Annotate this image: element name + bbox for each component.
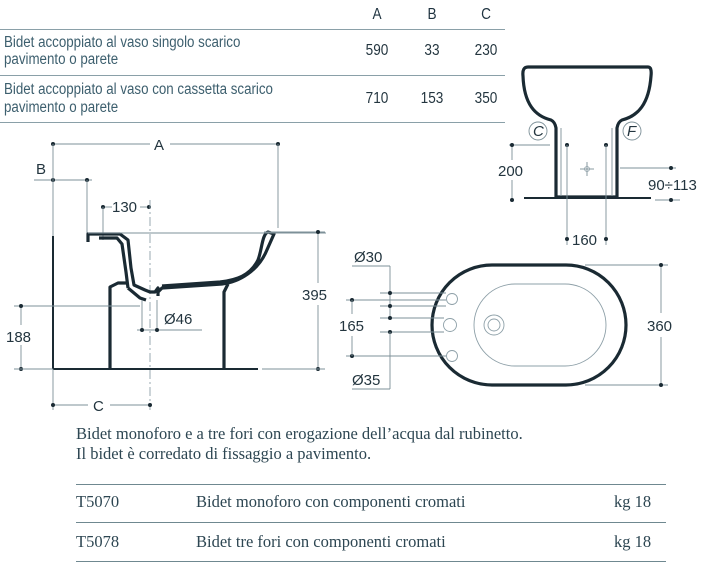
description-line-1: Bidet monoforo e a tre fori con erogazio…	[76, 424, 523, 443]
column-header-c: C	[481, 6, 491, 23]
side-view-drawing: A B 130	[6, 137, 327, 415]
product-code: T5070	[76, 492, 120, 511]
dim-165: 165	[339, 318, 364, 335]
row-2-value-a: 710	[365, 90, 389, 107]
list-divider	[76, 561, 666, 562]
cold-water-label: C	[533, 123, 544, 140]
list-divider	[76, 484, 666, 485]
hot-water-label: F	[627, 123, 637, 140]
dim-160: 160	[572, 232, 597, 249]
product-name: Bidet monoforo con componenti cromati	[196, 492, 466, 511]
dim-360: 360	[647, 318, 672, 335]
dim-200: 200	[498, 163, 523, 180]
row-2-label-line1: Bidet accoppiato al vaso con cassetta sc…	[4, 81, 273, 98]
dim-label-b: B	[36, 161, 46, 178]
table-divider	[0, 75, 505, 76]
dim-395: 395	[302, 287, 327, 304]
dim-label-c: C	[93, 398, 104, 415]
dim-diameter-30: Ø30	[354, 249, 382, 266]
product-code: T5078	[76, 532, 120, 551]
column-header-a: A	[372, 6, 382, 23]
product-description: Bidet monoforo e a tre fori con erogazio…	[76, 424, 523, 464]
dim-188: 188	[6, 329, 31, 346]
dim-label-a: A	[154, 137, 164, 154]
table-divider	[0, 29, 505, 30]
dim-130: 130	[112, 199, 137, 216]
product-name: Bidet tre fori con componenti cromati	[196, 532, 446, 551]
dim-90-113: 90÷113	[648, 177, 697, 194]
row-1-label-line1: Bidet accoppiato al vaso singolo scarico	[4, 34, 241, 51]
table-divider	[0, 122, 505, 123]
row-2-label-line2: pavimento o parete	[4, 99, 119, 116]
front-view-drawing: C F 200 90÷113 160	[498, 65, 697, 249]
row-1-value-b: 33	[424, 42, 440, 59]
row-2-value-c: 350	[474, 90, 498, 107]
column-header-b: B	[427, 6, 437, 23]
row-1-value-c: 230	[474, 42, 498, 59]
product-weight: kg 18	[614, 492, 652, 511]
list-divider	[76, 522, 666, 523]
product-weight: kg 18	[614, 532, 652, 551]
row-2-value-b: 153	[420, 90, 444, 107]
row-1-value-a: 590	[365, 42, 389, 59]
description-line-2: Il bidet è corredato di fissaggio a pavi…	[76, 444, 372, 463]
row-1-label-line2: pavimento o parete	[4, 51, 119, 68]
dim-diameter-35: Ø35	[352, 372, 380, 389]
dim-diameter-46: Ø46	[164, 311, 192, 328]
top-view-drawing: Ø30 Ø35 165 360	[339, 249, 672, 390]
